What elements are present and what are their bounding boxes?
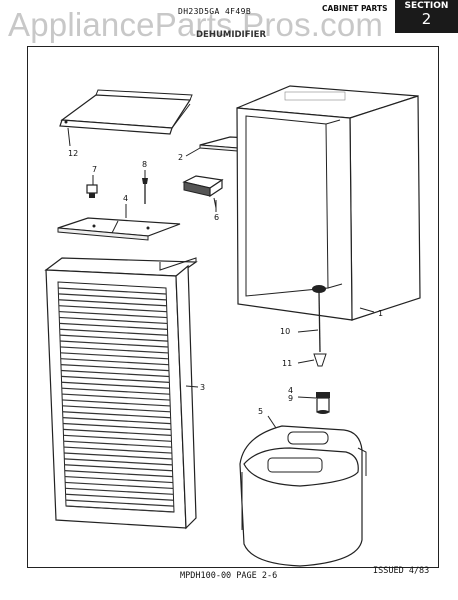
part-3-front-grille bbox=[44, 257, 198, 530]
grille-slat bbox=[59, 328, 168, 336]
watermark: ApplianceParts Pros.com bbox=[8, 6, 384, 43]
callout-3: 3 bbox=[200, 383, 205, 392]
grille-slat bbox=[58, 293, 167, 301]
part-4-control-panel bbox=[57, 217, 181, 241]
grille-slat bbox=[60, 363, 169, 372]
grille-slat bbox=[61, 381, 170, 389]
grille-slat bbox=[59, 334, 168, 342]
part-11-float bbox=[313, 353, 327, 367]
grille-slat bbox=[61, 393, 170, 401]
grille-slat bbox=[57, 287, 167, 295]
grille-slat bbox=[64, 452, 173, 460]
grille-slat bbox=[63, 446, 172, 454]
callout-4: 4 bbox=[123, 194, 128, 203]
part-1-cabinet bbox=[236, 85, 421, 321]
leader-lines bbox=[67, 127, 375, 429]
grille-slat bbox=[62, 422, 172, 431]
grille-slat bbox=[64, 475, 173, 484]
grille-slat bbox=[59, 340, 168, 348]
grille-slat bbox=[63, 434, 172, 442]
callout-11: 11 bbox=[282, 359, 292, 368]
part-12-top-tray bbox=[59, 89, 193, 135]
model-number: DH23D5GA 4F49B bbox=[178, 7, 252, 16]
grille-slat bbox=[62, 399, 171, 407]
callout-7: 7 bbox=[92, 165, 97, 174]
part-5-water-bucket bbox=[239, 425, 367, 567]
part-10-float-rod bbox=[312, 285, 326, 353]
callout-1: 1 bbox=[378, 309, 383, 318]
section-title: CABINET PARTS bbox=[322, 4, 388, 13]
callout-9: 9 bbox=[288, 394, 293, 403]
part-7-knob bbox=[86, 175, 98, 198]
page-subtitle: DEHUMIDIFIER bbox=[196, 30, 267, 40]
grille-slat bbox=[58, 299, 167, 307]
grille-slat bbox=[60, 346, 169, 354]
grille-slat bbox=[65, 487, 174, 495]
grille-slat bbox=[65, 493, 174, 501]
grille-slat bbox=[65, 505, 175, 513]
grille-slat bbox=[58, 305, 167, 313]
grille-slat bbox=[59, 322, 168, 330]
grille-slat bbox=[64, 464, 173, 472]
section-badge: SECTION 2 bbox=[395, 0, 458, 33]
diagram-frame bbox=[27, 46, 439, 568]
grille-slat bbox=[64, 470, 173, 478]
callout-10: 10 bbox=[280, 327, 290, 336]
grille-slat bbox=[65, 481, 174, 490]
section-label: SECTION bbox=[404, 1, 449, 11]
document-number: MPDH100-00 PAGE 2-6 bbox=[180, 571, 278, 581]
part-8-screw bbox=[142, 170, 148, 204]
callout-5: 5 bbox=[258, 407, 263, 416]
grille-slat bbox=[65, 499, 174, 507]
part-9-valve bbox=[316, 392, 330, 414]
grille-slat bbox=[60, 352, 169, 360]
grille-slats bbox=[57, 287, 175, 513]
grille-slat bbox=[58, 310, 167, 319]
grille-slat bbox=[60, 358, 169, 366]
issued-date: ISSUED 4/83 bbox=[373, 566, 430, 576]
callout-2: 2 bbox=[178, 153, 183, 162]
grille-slat bbox=[63, 428, 172, 437]
grille-slat bbox=[62, 411, 171, 419]
grille-slat bbox=[63, 440, 172, 448]
callout-8: 8 bbox=[142, 160, 147, 169]
grille-slat bbox=[60, 369, 170, 378]
grille-slat bbox=[62, 405, 171, 413]
part-6-switch bbox=[182, 175, 224, 209]
grille-slat bbox=[59, 316, 168, 325]
grille-slat bbox=[61, 375, 170, 383]
grille-slat bbox=[64, 458, 173, 466]
callout-12: 12 bbox=[68, 149, 78, 158]
callout-6: 6 bbox=[214, 213, 219, 222]
grille-slat bbox=[61, 387, 170, 395]
section-number: 2 bbox=[421, 10, 432, 28]
grille-slat bbox=[62, 417, 171, 425]
callout-4b: 4 bbox=[288, 386, 293, 395]
